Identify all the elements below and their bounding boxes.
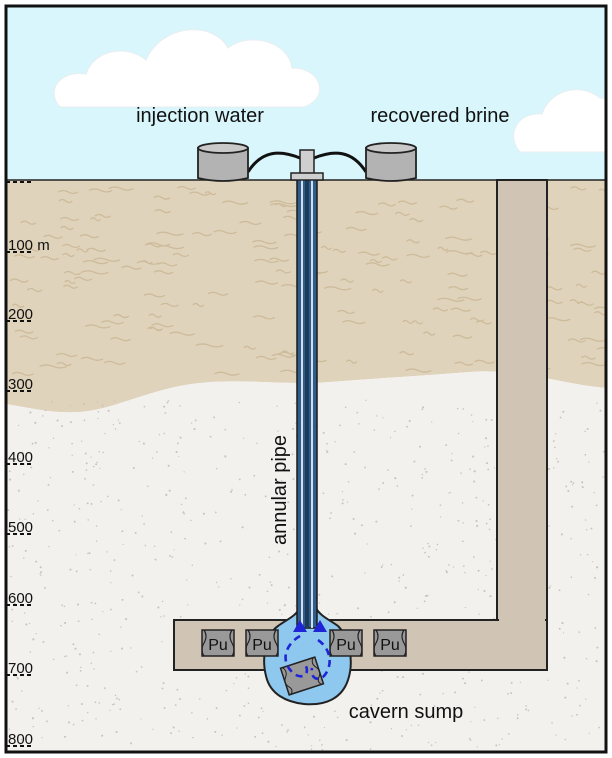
flow-arrowheads (293, 620, 327, 632)
recovered-brine-label: recovered brine (371, 105, 510, 127)
circulation-arrows (284, 634, 331, 681)
cloud-left (53, 29, 321, 108)
depth-label: 500 (8, 519, 33, 536)
annular-pipe-label: annular pipe (269, 435, 291, 545)
depth-label: 800 (8, 731, 33, 748)
injection-water-tank (197, 142, 249, 182)
canister-label: Pu (336, 637, 356, 654)
canister-label: Pu (252, 637, 272, 654)
canister: Pu (201, 629, 235, 657)
soil-texture (9, 185, 606, 377)
depth-label: 300 (8, 376, 33, 393)
access-shaft (496, 179, 548, 671)
depth-scale (6, 181, 34, 747)
cavern-sump-label: cavern sump (349, 701, 464, 723)
depth-label: 100 m (8, 237, 50, 254)
depth-label: 700 (8, 660, 33, 677)
annular-pipe (296, 177, 318, 629)
canister-label: Pu (208, 637, 228, 654)
depth-label: 200 (8, 306, 33, 323)
depth-label: 600 (8, 590, 33, 607)
storage-tunnel (173, 619, 548, 671)
wellhead (246, 149, 368, 181)
canister: Pu (329, 629, 363, 657)
canister: Pu (373, 629, 407, 657)
diagram-frame (4, 4, 608, 754)
canister: Pu (245, 629, 279, 657)
canister-label: Pu (380, 637, 400, 654)
depth-label: 400 (8, 449, 33, 466)
injection-water-label: injection water (136, 105, 264, 127)
cloud-right (513, 89, 606, 153)
recovered-brine-tank (365, 142, 417, 182)
